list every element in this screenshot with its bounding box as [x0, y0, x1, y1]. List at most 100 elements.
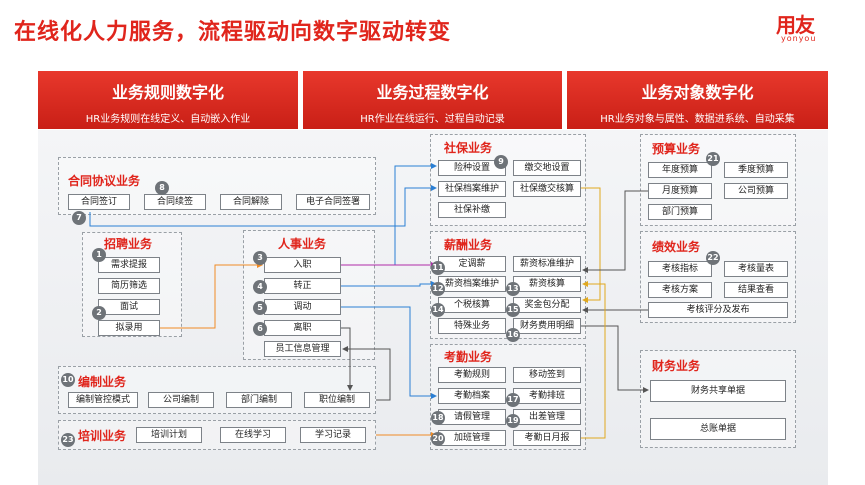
- group-title-salary: 薪酬业务: [444, 238, 493, 252]
- banner-subtitle: HR业务对象与属性、数据进系统、自动采集: [600, 114, 795, 125]
- banner-title: 业务对象数字化: [641, 83, 754, 102]
- banner-subtitle: HR业务规则在线定义、自动嵌入作业: [85, 114, 251, 125]
- banner-rules: 业务规则数字化 HR业务规则在线定义、自动嵌入作业: [38, 71, 298, 129]
- salary-finance-detail[interactable]: 财务费用明细: [513, 318, 581, 334]
- badge-23: 23: [61, 433, 75, 447]
- group-title-social: 社保业务: [444, 141, 493, 155]
- badge-6: 6: [253, 322, 267, 336]
- badge-2: 2: [92, 306, 106, 320]
- contract-terminate[interactable]: 合同解除: [220, 194, 282, 210]
- budget-department[interactable]: 部门预算: [648, 204, 712, 220]
- attendance-report[interactable]: 考勤日月报: [513, 430, 581, 446]
- social-calc[interactable]: 社保缴交核算: [513, 181, 581, 197]
- salary-tax[interactable]: 个税核算: [438, 297, 506, 313]
- badge-20: 20: [431, 432, 445, 446]
- attendance-schedule[interactable]: 考勤排班: [513, 388, 581, 404]
- group-title-attendance: 考勤业务: [444, 350, 493, 364]
- badge-10: 10: [61, 373, 75, 387]
- performance-result[interactable]: 结果查看: [724, 282, 788, 298]
- finance-shared-doc[interactable]: 财务共享单据: [650, 380, 786, 402]
- banner-objects: 业务对象数字化 HR业务对象与属性、数据进系统、自动采集: [567, 71, 828, 129]
- badge-11: 11: [431, 261, 445, 275]
- recruit-screen[interactable]: 简历筛选: [98, 278, 160, 294]
- badge-15: 15: [506, 303, 520, 317]
- contract-renew[interactable]: 合同续签: [144, 194, 206, 210]
- banner-subtitle: HR作业在线运行、过程自动记录: [360, 114, 505, 125]
- badge-14: 14: [431, 303, 445, 317]
- training-plan[interactable]: 培训计划: [136, 427, 202, 443]
- social-insurance-type[interactable]: 险种设置: [438, 160, 506, 176]
- attendance-leave[interactable]: 请假管理: [438, 409, 506, 425]
- attendance-trip[interactable]: 出差管理: [513, 409, 581, 425]
- badge-22: 22: [706, 251, 720, 265]
- training-record[interactable]: 学习记录: [300, 427, 366, 443]
- salary-standard[interactable]: 薪资标准维护: [513, 256, 581, 272]
- budget-monthly[interactable]: 月度预算: [648, 183, 712, 199]
- badge-13: 13: [506, 282, 520, 296]
- badge-8: 8: [155, 181, 169, 195]
- recruit-interview[interactable]: 面试: [98, 299, 160, 315]
- yonyou-logo: 用友: [776, 13, 815, 37]
- attendance-mobile[interactable]: 移动签到: [513, 367, 581, 383]
- badge-5: 5: [253, 301, 267, 315]
- group-title-training: 培训业务: [78, 429, 127, 443]
- group-title-staffing: 编制业务: [78, 375, 127, 389]
- group-title-finance: 财务业务: [652, 359, 701, 373]
- badge-12: 12: [431, 282, 445, 296]
- budget-quarter[interactable]: 季度预算: [724, 162, 788, 178]
- badge-1: 1: [92, 248, 106, 262]
- salary-adjust[interactable]: 定调薪: [438, 256, 506, 272]
- banner-title: 业务规则数字化: [111, 83, 224, 102]
- group-title-budget: 预算业务: [652, 142, 701, 156]
- finance-ledger-doc[interactable]: 总账单据: [650, 418, 786, 440]
- social-archive[interactable]: 社保档案维护: [438, 181, 506, 197]
- contract-sign[interactable]: 合同签订: [68, 194, 130, 210]
- group-title-personnel: 人事业务: [278, 237, 327, 251]
- budget-annual[interactable]: 年度预算: [648, 162, 712, 178]
- attendance-overtime[interactable]: 加班管理: [438, 430, 506, 446]
- salary-calc[interactable]: 薪资核算: [513, 276, 581, 292]
- social-pay-location[interactable]: 缴交地设置: [513, 160, 581, 176]
- badge-16: 16: [506, 328, 520, 342]
- budget-company[interactable]: 公司预算: [724, 183, 788, 199]
- salary-archive[interactable]: 薪资档案维护: [438, 276, 506, 292]
- recruit-offer[interactable]: 拟录用: [98, 320, 160, 336]
- banner-process: 业务过程数字化 HR作业在线运行、过程自动记录: [303, 71, 562, 129]
- personnel-transfer[interactable]: 调动: [264, 299, 341, 315]
- performance-plan[interactable]: 考核方案: [648, 282, 712, 298]
- page-title: 在线化人力服务，流程驱动向数字驱动转变: [14, 20, 452, 45]
- group-training: [58, 420, 376, 450]
- group-title-performance: 绩效业务: [652, 240, 701, 254]
- social-supplement[interactable]: 社保补缴: [438, 202, 506, 218]
- personnel-info[interactable]: 员工信息管理: [264, 341, 341, 357]
- staffing-department[interactable]: 部门编制: [226, 392, 292, 408]
- training-online[interactable]: 在线学习: [220, 427, 286, 443]
- badge-21: 21: [706, 152, 720, 166]
- yonyou-logo-sub: yonyou: [781, 34, 817, 43]
- personnel-leave[interactable]: 离职: [264, 320, 341, 336]
- badge-18: 18: [431, 411, 445, 425]
- staffing-company[interactable]: 公司编制: [148, 392, 214, 408]
- recruit-request[interactable]: 需求提报: [98, 257, 160, 273]
- contract-esign[interactable]: 电子合同签署: [296, 194, 370, 210]
- badge-3: 3: [253, 251, 267, 265]
- badge-19: 19: [506, 414, 520, 428]
- badge-9: 9: [494, 155, 508, 169]
- personnel-regular[interactable]: 转正: [264, 278, 341, 294]
- salary-special[interactable]: 特殊业务: [438, 318, 506, 334]
- staffing-position[interactable]: 职位编制: [304, 392, 370, 408]
- performance-publish[interactable]: 考核评分及发布: [648, 302, 788, 318]
- performance-scale[interactable]: 考核量表: [724, 261, 788, 277]
- badge-17: 17: [506, 393, 520, 407]
- staffing-mode[interactable]: 编制管控模式: [68, 392, 138, 408]
- performance-index[interactable]: 考核指标: [648, 261, 712, 277]
- group-title-contract: 合同协议业务: [68, 174, 141, 188]
- attendance-rule[interactable]: 考勤规则: [438, 367, 506, 383]
- banner-title: 业务过程数字化: [376, 83, 489, 102]
- salary-bonus[interactable]: 奖金包分配: [513, 297, 581, 313]
- badge-7: 7: [72, 211, 86, 225]
- personnel-onboard[interactable]: 入职: [264, 257, 341, 273]
- badge-4: 4: [253, 280, 267, 294]
- attendance-archive[interactable]: 考勤档案: [438, 388, 506, 404]
- group-title-recruit: 招聘业务: [104, 237, 153, 251]
